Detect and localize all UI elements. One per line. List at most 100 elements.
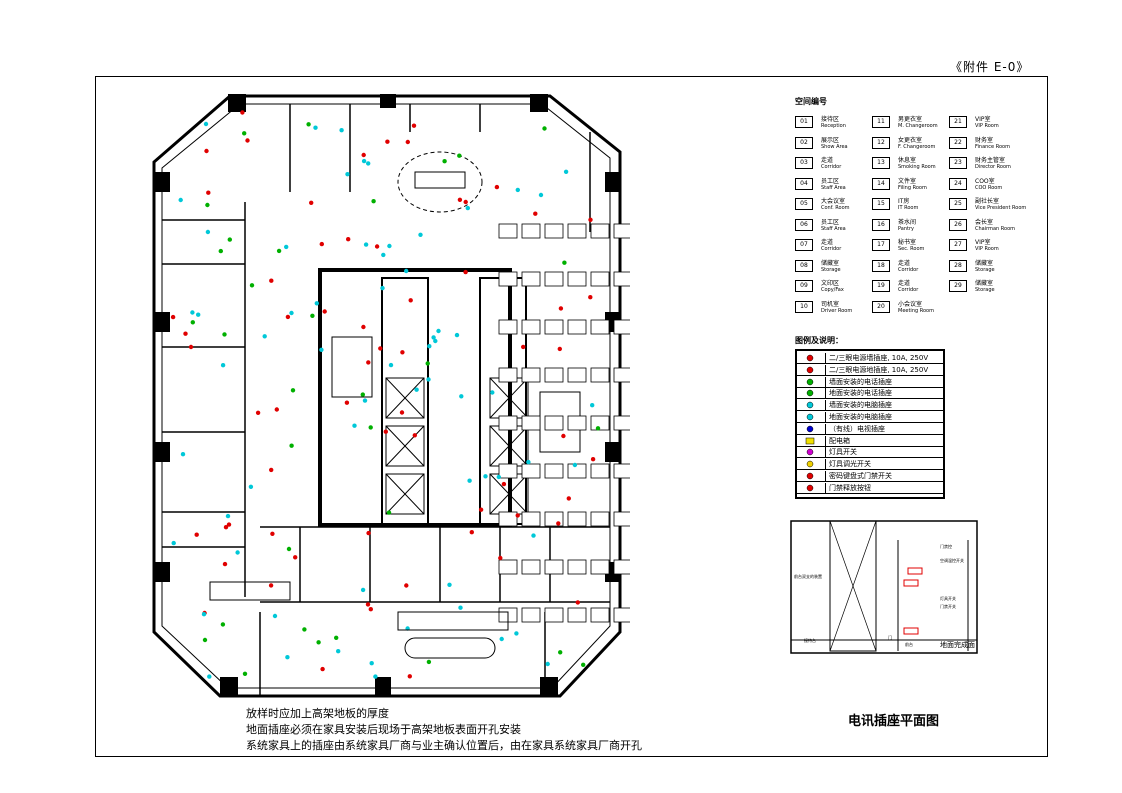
outlet-symbol (366, 161, 371, 166)
outlet-symbol (344, 400, 350, 405)
workstation-desk (544, 463, 564, 479)
outlet-symbol (572, 462, 578, 468)
symbol-legend-title: 图例及说明： (795, 336, 843, 345)
outlet-symbol (319, 347, 324, 352)
space-number: 28 (949, 259, 967, 272)
outlet-symbol (558, 650, 563, 655)
outlet-symbol (557, 346, 562, 352)
workstation-desk (544, 607, 564, 623)
outlet-symbol (595, 426, 601, 431)
space-name-en: Staff Area (821, 225, 846, 232)
space-name-zh: 休息室 (898, 157, 917, 164)
workstation-desk (590, 223, 610, 239)
outlet-symbol (205, 202, 210, 208)
space-number: 17 (872, 239, 890, 251)
space-name-en: Smoking Room (898, 164, 936, 170)
outlet-symbol (190, 320, 195, 325)
outlet-symbol (289, 443, 294, 448)
space-name-zh: VIP室 (975, 239, 991, 246)
outlet-symbol (412, 433, 417, 438)
outlet-symbol (346, 237, 351, 242)
red-exit-button-icon (800, 484, 820, 492)
symbol-legend-text: 墙面安装的电话插座 (825, 376, 892, 387)
symbol-legend-row: 门禁释放按钮 (797, 482, 943, 494)
outlet-symbol (414, 387, 419, 392)
space-name-zh: 会长室 (975, 218, 994, 226)
symbol-legend-row: 墙面安装的电话插座 (797, 376, 943, 388)
space-number: 10 (795, 300, 813, 313)
outlet-symbol (313, 125, 318, 130)
space-name-en: Show Area (821, 143, 848, 150)
space-name-en: Vice President Room (975, 205, 1027, 211)
space-number: 16 (872, 218, 890, 231)
space-name-en: F. Changeroom (898, 143, 936, 150)
outlet-symbol (222, 561, 228, 567)
workstation-desk (613, 559, 630, 575)
symbol-legend-row: 地面安装的电脑插座 (797, 412, 943, 423)
green-floor-phone-icon (800, 389, 820, 397)
outlet-symbol (387, 243, 392, 249)
outlet-symbol (431, 335, 436, 340)
space-name-en: Director Room (975, 164, 1011, 170)
space-number: 22 (949, 136, 967, 149)
outlet-symbol (369, 661, 374, 666)
outlet-symbol (320, 666, 325, 672)
space-name-en: Conf. Room (821, 205, 850, 211)
symbol-legend-row: 配电箱 (797, 435, 943, 447)
workstation-desk (521, 319, 541, 335)
outlet-symbol (274, 407, 279, 412)
outlet-symbol (459, 394, 464, 399)
outlet-symbol (225, 513, 231, 519)
outlet-symbol (270, 531, 275, 536)
space-name-zh: 走道 (821, 157, 834, 164)
outlet-symbol (290, 388, 296, 393)
symbol-legend-row: （有线）电视插座 (797, 423, 943, 435)
outlet-symbol (380, 285, 385, 291)
outlet-symbol (366, 360, 371, 365)
space-name-en: Corridor (821, 246, 842, 252)
space-legend-title: 空间编号 (795, 97, 827, 106)
outlet-symbol (373, 674, 378, 679)
partition-walls (162, 104, 610, 696)
outlet-symbol (407, 674, 412, 679)
space-name-zh: 展示区 (821, 136, 840, 144)
outlet-symbol (366, 530, 371, 536)
workstation-desk (567, 559, 587, 575)
outlet-symbol (515, 513, 520, 518)
space-name-zh: 员工区 (821, 218, 840, 226)
workstation-desk (590, 271, 610, 287)
symbol-legend-text: 地面安装的电话插座 (825, 388, 892, 399)
outlet-symbol (183, 331, 188, 336)
space-number: 18 (872, 259, 890, 272)
space-name-en: M. Changeroom (898, 123, 938, 129)
magenta-switch-icon (800, 448, 820, 456)
outlet-symbol (561, 433, 566, 439)
symbol-legend-text: 二/三眼电源地插座, 10A, 250V (825, 364, 928, 375)
construction-notes: 放样时应加上高架地板的厚度 地面插座必须在家具安装后现场于高架地板表面开孔安装 … (246, 706, 642, 754)
outlet-symbol (249, 283, 255, 288)
outlet-symbol (322, 309, 327, 314)
outlet-symbol (220, 622, 226, 627)
space-name-zh: 大会议室 (821, 198, 846, 205)
space-number: 09 (795, 280, 813, 292)
space-number: 29 (949, 280, 967, 292)
space-name-zh: 储藏室 (975, 280, 994, 287)
outlet-symbol (542, 126, 547, 131)
space-name-zh: 文件室 (898, 177, 917, 185)
outlet-symbol (207, 674, 212, 679)
outlet-symbol (575, 600, 580, 605)
workstation-desk (521, 367, 541, 383)
workstation-desk (521, 607, 541, 623)
outlet-symbol (242, 671, 248, 676)
outlet-symbol (457, 197, 463, 202)
space-name-en: Filing Room (898, 184, 927, 191)
workstation-desk (521, 223, 541, 239)
outlet-symbol (360, 392, 365, 397)
space-number: 02 (795, 136, 813, 149)
workstation-desk (613, 511, 630, 527)
outlet-symbol (365, 602, 371, 607)
outlet-symbol (496, 474, 501, 480)
symbol-legend-row: 密码键盘式门禁开关 (797, 471, 943, 482)
space-number: 19 (872, 280, 890, 292)
space-name-en: COO Room (975, 184, 1003, 191)
